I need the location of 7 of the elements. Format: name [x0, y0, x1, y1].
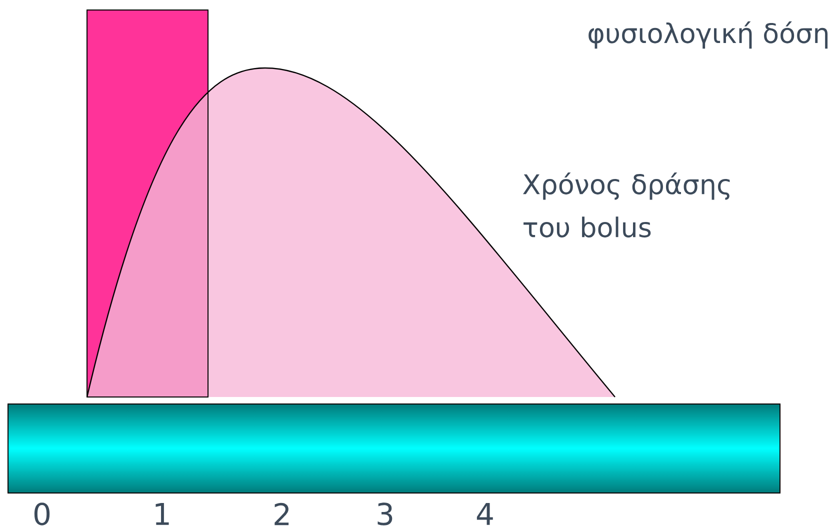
tick-label: 2 [274, 502, 289, 526]
tick-label: 0 [34, 502, 50, 526]
tick-label: 4 [476, 503, 493, 525]
tick-label: 3 [378, 502, 392, 526]
heading: φυσιολογική δόση [588, 21, 828, 49]
tick-label: 1 [156, 503, 169, 525]
curve-label: Χρόνος δράσης του bolus [523, 172, 730, 238]
